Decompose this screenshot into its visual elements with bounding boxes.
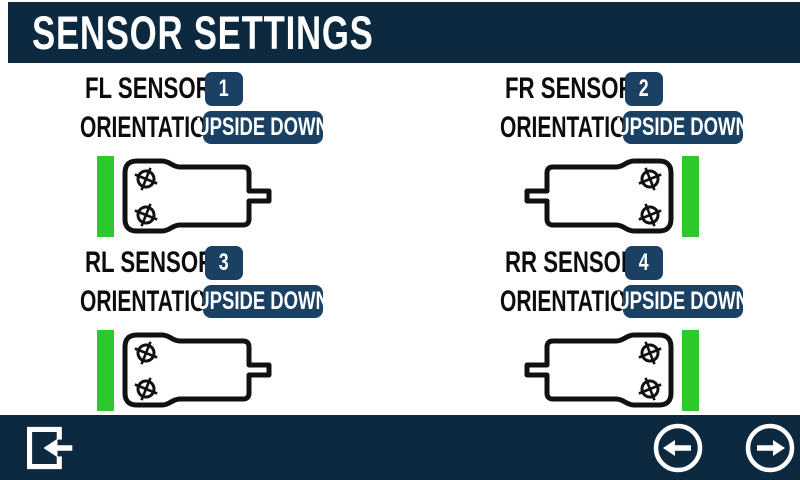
sensor-label: RL SENSOR — [85, 246, 215, 279]
sensor-panel-fl: FL SENSOR 1 ORIENTATION UPSIDE DOWN — [60, 70, 400, 242]
orientation-label: ORIENTATION — [500, 111, 642, 144]
wheel-sensor-icon — [524, 332, 674, 408]
arrow-right-circle-icon — [745, 423, 795, 473]
sensor-diagram — [97, 152, 400, 242]
orientation-value-button[interactable]: UPSIDE DOWN — [617, 111, 749, 144]
exit-icon — [27, 426, 73, 470]
sensor-number-badge[interactable]: 3 — [205, 246, 243, 280]
sensor-status-bar — [97, 156, 114, 237]
page-title: SENSOR SETTINGS — [32, 6, 374, 59]
wheel-sensor-icon — [122, 332, 272, 408]
sensor-label: RR SENSOR — [505, 246, 637, 279]
sensor-status-bar — [97, 330, 114, 411]
sensor-panel-rl: RL SENSOR 3 ORIENTATION UPSIDE DOWN — [60, 244, 400, 416]
arrow-left-circle-icon — [653, 423, 703, 473]
sensor-status-bar — [682, 330, 699, 411]
crosshair-screw-icon — [134, 341, 158, 401]
orientation-label: ORIENTATION — [500, 285, 642, 318]
orientation-value-button[interactable]: UPSIDE DOWN — [197, 285, 329, 318]
sensor-status-bar — [682, 156, 699, 237]
next-button[interactable] — [744, 422, 796, 474]
prev-button[interactable] — [652, 422, 704, 474]
orientation-label: ORIENTATION — [80, 285, 222, 318]
sensor-number-badge[interactable]: 1 — [205, 72, 243, 106]
orientation-value-button[interactable]: UPSIDE DOWN — [617, 285, 749, 318]
wheel-sensor-icon — [122, 158, 272, 234]
orientation-label: ORIENTATION — [80, 111, 222, 144]
sensor-label: FL SENSOR — [85, 72, 212, 105]
sensor-panel-rr: RR SENSOR 4 ORIENTATION UPSIDE DOWN — [480, 244, 800, 416]
crosshair-screw-icon — [638, 167, 662, 227]
footer-bar — [0, 415, 800, 480]
crosshair-screw-icon — [134, 167, 158, 227]
sensor-number-badge[interactable]: 2 — [625, 72, 663, 106]
sensor-panel-fr: FR SENSOR 2 ORIENTATION UPSIDE DOWN — [480, 70, 800, 242]
crosshair-screw-icon — [638, 341, 662, 401]
exit-button[interactable] — [24, 422, 76, 474]
header-bar: SENSOR SETTINGS — [8, 2, 800, 63]
sensor-number-badge[interactable]: 4 — [625, 246, 663, 280]
sensor-label: FR SENSOR — [505, 72, 635, 105]
sensor-diagram — [524, 326, 800, 416]
orientation-value-button[interactable]: UPSIDE DOWN — [197, 111, 329, 144]
sensor-diagram — [524, 152, 800, 242]
wheel-sensor-icon — [524, 158, 674, 234]
sensor-diagram — [97, 326, 400, 416]
